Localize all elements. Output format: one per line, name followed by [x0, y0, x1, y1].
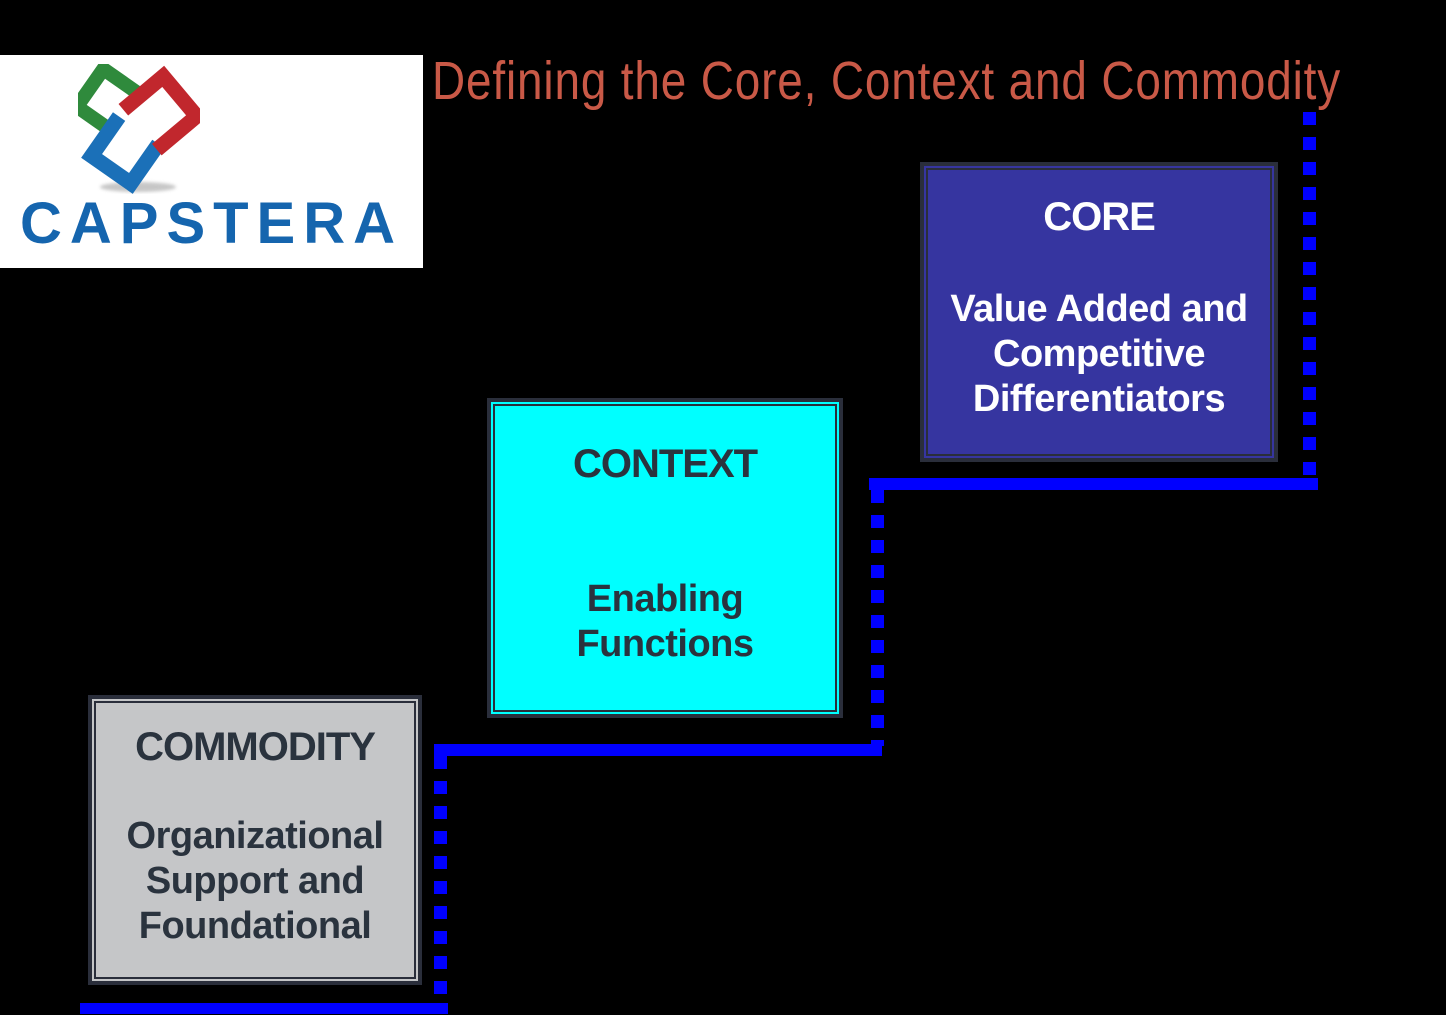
- cube-blue-bracket: [81, 112, 165, 194]
- commodity-box: COMMODITY Organizational Support and Fou…: [88, 695, 422, 985]
- commodity-box-body: Organizational Support and Foundational: [92, 814, 418, 949]
- logo-brand-text: CAPSTERA: [19, 191, 404, 256]
- commodity-box-heading: COMMODITY: [135, 725, 376, 769]
- core-body-line: Value Added and: [950, 288, 1248, 330]
- connector-step-line-top: [869, 478, 1318, 490]
- connector-dashed-line-right: [1303, 112, 1316, 480]
- cube-green-bracket: [78, 64, 146, 139]
- core-body-line: Competitive: [993, 333, 1205, 375]
- context-box: CONTEXT Enabling Functions: [487, 398, 843, 718]
- cube-shadow: [100, 182, 176, 192]
- core-box-heading: CORE: [1043, 195, 1156, 239]
- core-box-body: Value Added and Competitive Differentiat…: [924, 287, 1274, 422]
- core-body-line: Differentiators: [972, 378, 1226, 420]
- connector-dashed-line-middle: [871, 490, 884, 746]
- context-body-line: Enabling: [586, 578, 744, 620]
- capstera-cube-icon: [78, 64, 200, 194]
- connector-step-line-bottom: [80, 1003, 448, 1014]
- capstera-logo-panel: CAPSTERA: [0, 55, 423, 268]
- cube-red-bracket: [118, 65, 200, 156]
- connector-dashed-line-left: [434, 756, 447, 1005]
- commodity-body-line: Organizational: [126, 815, 384, 857]
- connector-step-line-middle: [434, 744, 882, 756]
- context-box-heading: CONTEXT: [572, 442, 758, 486]
- commodity-body-line: Foundational: [138, 905, 372, 947]
- context-box-body: Enabling Functions: [491, 577, 839, 667]
- slide-title: Defining the Core, Context and Commodity: [432, 51, 1342, 111]
- core-box: CORE Value Added and Competitive Differe…: [920, 162, 1278, 462]
- context-body-line: Functions: [576, 623, 754, 665]
- commodity-body-line: Support and: [145, 860, 365, 902]
